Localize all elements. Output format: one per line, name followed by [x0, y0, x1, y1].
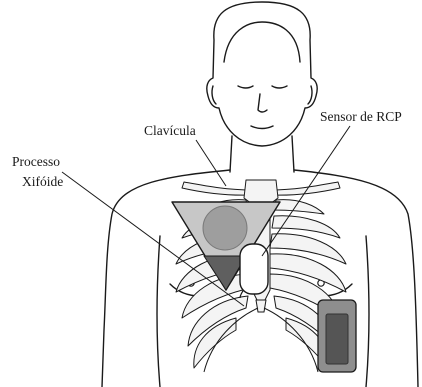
cpr-sensor-body — [240, 244, 268, 294]
defibrillator-device — [318, 300, 356, 372]
clavicle-leader — [196, 140, 226, 186]
left-armpit-line — [157, 236, 160, 387]
pad-circle — [203, 206, 247, 250]
neck-left — [230, 136, 232, 172]
device-screen — [326, 314, 348, 364]
label-xiphoid-line1: Processo — [12, 154, 60, 169]
head — [207, 2, 317, 146]
neck-right — [292, 136, 294, 172]
label-xiphoid-line2: Xifóide — [22, 174, 63, 189]
label-clavicle: Clavícula — [144, 123, 196, 138]
left-clavicle — [182, 182, 252, 195]
label-cpr-sensor: Sensor de RCP — [320, 109, 402, 124]
cpr-sensor — [240, 244, 268, 298]
xiphoid-bone — [256, 300, 266, 312]
right-armpit-line — [366, 236, 369, 387]
